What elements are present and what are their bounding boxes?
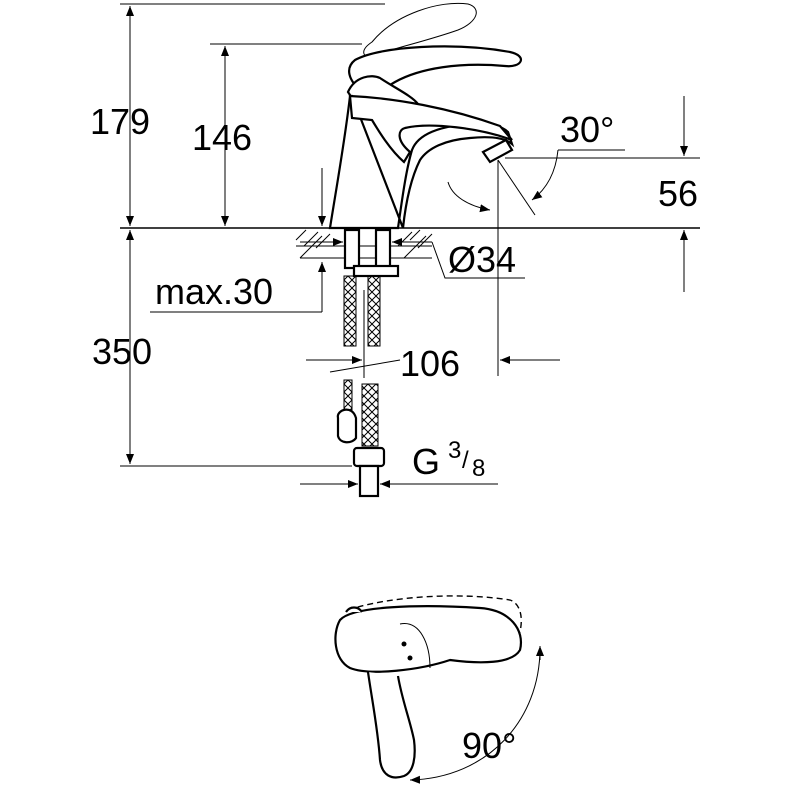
hose-right-lower [361, 383, 379, 447]
mounting-nut [343, 228, 361, 270]
hose-tail [358, 464, 380, 498]
mounting-bracket [352, 264, 400, 278]
thread-slash: / [462, 447, 469, 474]
dim-106-label: 106 [400, 343, 460, 384]
flow-line [497, 159, 536, 216]
dim-146-label: 146 [192, 117, 252, 158]
faucet-upper [348, 94, 513, 164]
thread-numerator: 3 [448, 437, 461, 464]
aerator [481, 138, 514, 164]
dim-350-label: 350 [92, 331, 152, 372]
dim-179-label: 179 [90, 101, 150, 142]
hose-clip [336, 408, 358, 444]
top-handle-inner [399, 623, 431, 669]
dim-56-label: 56 [658, 173, 698, 214]
hose-left-lower [343, 379, 353, 411]
top-handle [334, 605, 523, 673]
angle-arc [531, 149, 559, 201]
break-line [329, 359, 401, 373]
top-handle-ghost [347, 595, 522, 639]
top-body [366, 671, 416, 779]
rotation-arrow [447, 181, 491, 213]
hose-fitting [352, 446, 386, 468]
top-indicator-dot-2 [407, 655, 413, 661]
dim-max30-label: max.30 [155, 271, 273, 312]
deck-hatch [295, 229, 433, 259]
mounting-shank [374, 228, 392, 270]
hose-left-upper [343, 275, 357, 347]
spout-angle-label: 30° [560, 109, 614, 150]
handle-rotation-label: 90° [462, 725, 516, 766]
side-view: 30° 179 146 56 [90, 2, 700, 498]
thread-label: G [412, 441, 440, 482]
top-view: 90° [334, 595, 544, 784]
top-handle-cap [345, 606, 363, 613]
hose-right-upper [367, 275, 381, 347]
rotation-90-arc [409, 647, 541, 784]
dim-34-label: Ø34 [448, 239, 516, 280]
thread-denominator: 8 [472, 455, 485, 482]
top-indicator-dot-1 [401, 641, 407, 647]
